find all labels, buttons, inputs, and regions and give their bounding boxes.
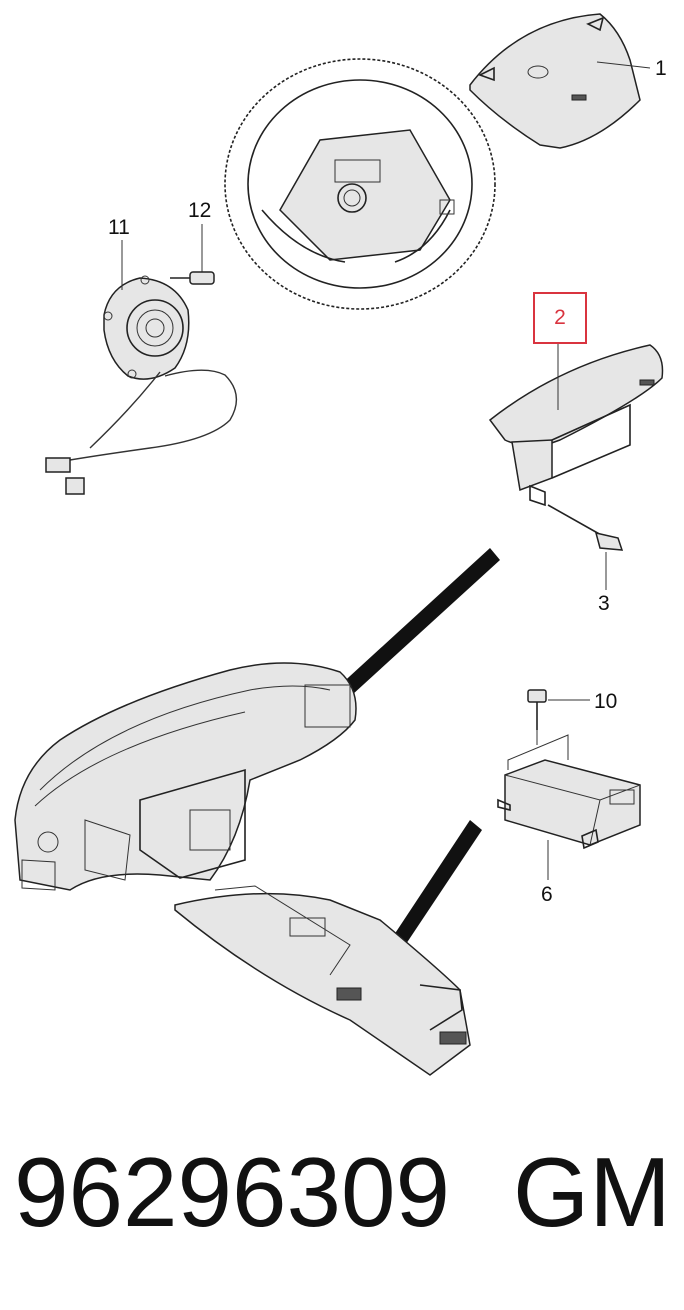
callout-2-highlighted: 2 [533, 292, 587, 344]
callout-2: 2 [554, 306, 566, 329]
instrument-panel [14, 662, 357, 891]
brand-label: GM [513, 1137, 671, 1247]
callout-1: 1 [655, 57, 667, 80]
bolt-10 [527, 689, 590, 745]
center-console [174, 885, 471, 1076]
steering-wheel [224, 58, 496, 310]
pointer-band-upper [302, 548, 500, 726]
clock-spring [45, 240, 238, 495]
callout-6: 6 [541, 883, 553, 906]
bolt-12 [170, 224, 215, 285]
callout-10: 10 [594, 690, 618, 713]
bolt-3 [547, 504, 624, 590]
driver-airbag-module [469, 13, 651, 149]
callout-3: 3 [598, 592, 610, 615]
part-number: 96296309 [14, 1137, 451, 1247]
callout-12: 12 [188, 199, 212, 222]
sensing-diagnostic-module [497, 734, 641, 880]
callout-11: 11 [108, 216, 130, 239]
passenger-airbag-module [488, 343, 664, 507]
